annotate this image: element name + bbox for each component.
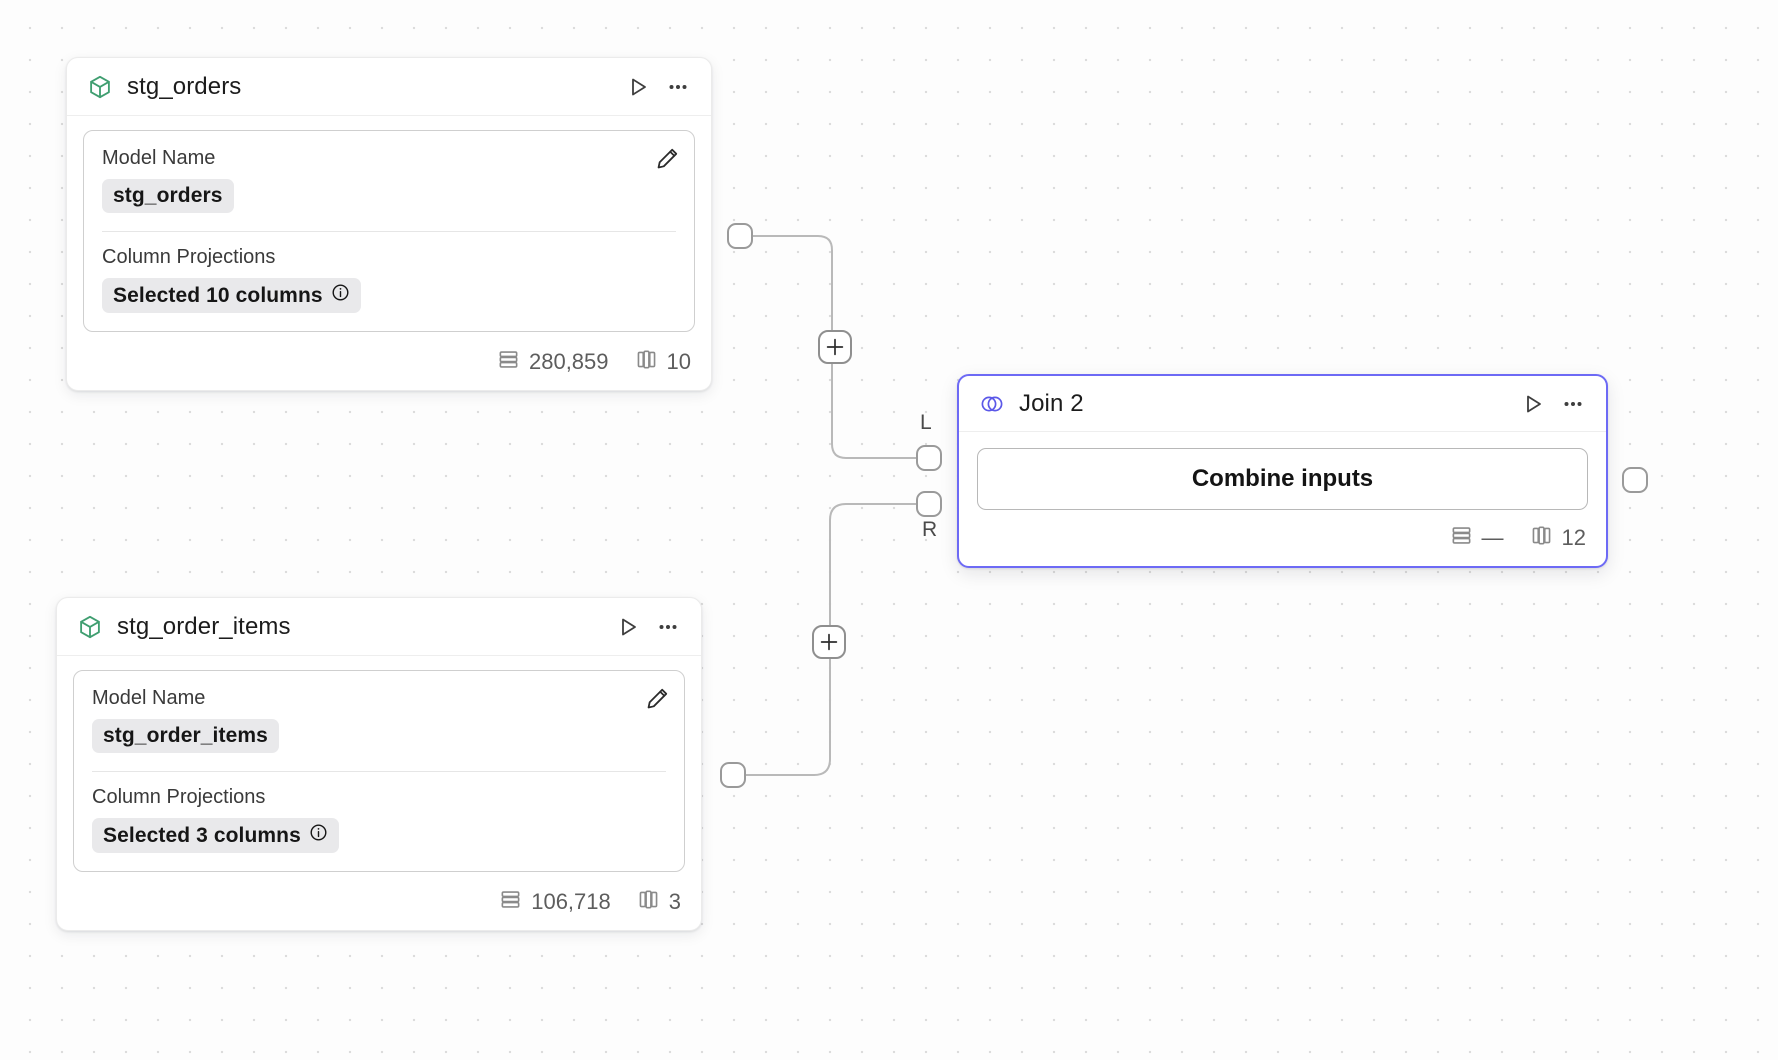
columns-icon <box>635 348 658 376</box>
output-port-join-2[interactable] <box>1622 467 1648 493</box>
panel-divider <box>92 771 666 772</box>
column-projections-label: Column Projections <box>102 246 276 268</box>
column-count-stat: 12 <box>1530 524 1586 552</box>
model-config-panel: Model Name stg_orders Column Projections… <box>83 130 695 332</box>
info-icon[interactable] <box>309 823 328 848</box>
node-header: stg_order_items <box>57 598 701 656</box>
input-port-left-label: L <box>920 411 932 434</box>
output-port-stg-order-items[interactable] <box>720 762 746 788</box>
venn-icon <box>979 391 1005 417</box>
column-count-value: 3 <box>668 889 681 914</box>
node-header: stg_orders <box>67 58 711 116</box>
model-name-value[interactable]: stg_order_items <box>92 719 279 753</box>
cube-icon <box>77 614 103 640</box>
node-stg-orders[interactable]: stg_orders Model Name <box>66 57 712 391</box>
columns-icon <box>637 888 660 916</box>
node-stg-order-items[interactable]: stg_order_items Model Name <box>56 597 702 931</box>
plus-icon <box>826 338 844 356</box>
pencil-icon[interactable] <box>642 683 672 713</box>
column-count-stat: 3 <box>637 888 681 916</box>
node-title: stg_orders <box>127 72 242 100</box>
node-body: Model Name stg_orders Column Projections… <box>67 116 711 338</box>
column-projections-value[interactable]: Selected 10 columns <box>102 278 361 313</box>
node-title: Join 2 <box>1019 389 1084 417</box>
row-count-value: — <box>1481 525 1504 550</box>
more-icon[interactable] <box>663 72 693 102</box>
input-port-right-label: R <box>922 518 938 541</box>
node-body: Combine inputs <box>959 432 1606 514</box>
row-count-stat: — <box>1450 524 1504 552</box>
add-node-button-bottom[interactable] <box>812 625 846 659</box>
input-port-join-left[interactable] <box>916 445 942 471</box>
node-footer: 280,859 10 <box>67 338 711 390</box>
rows-icon <box>499 888 522 916</box>
model-name-label: Model Name <box>92 687 206 709</box>
node-title: stg_order_items <box>117 612 291 640</box>
more-icon[interactable] <box>653 612 683 642</box>
column-count-value: 10 <box>666 349 691 374</box>
model-config-panel: Model Name stg_order_items Column Projec… <box>73 670 685 872</box>
panel-divider <box>102 231 676 232</box>
node-footer: — 12 <box>959 514 1606 566</box>
row-count-value: 280,859 <box>528 349 609 374</box>
row-count-stat: 106,718 <box>499 888 611 916</box>
column-projections-text: Selected 10 columns <box>113 283 323 307</box>
columns-icon <box>1530 524 1553 552</box>
add-node-button-top[interactable] <box>818 330 852 364</box>
cube-icon <box>87 74 113 100</box>
node-join-2[interactable]: Join 2 Combine inputs <box>957 374 1608 568</box>
run-icon[interactable] <box>1518 389 1548 419</box>
row-count-stat: 280,859 <box>497 348 609 376</box>
run-icon[interactable] <box>623 72 653 102</box>
input-port-join-right[interactable] <box>916 491 942 517</box>
column-projections-label: Column Projections <box>92 786 266 808</box>
column-projections-value[interactable]: Selected 3 columns <box>92 818 339 853</box>
model-name-text: stg_orders <box>113 184 223 207</box>
node-header: Join 2 <box>959 376 1606 432</box>
model-name-text: stg_order_items <box>103 724 268 747</box>
model-name-label: Model Name <box>102 147 216 169</box>
rows-icon <box>1450 524 1473 552</box>
combine-inputs-button[interactable]: Combine inputs <box>977 448 1588 510</box>
model-name-value[interactable]: stg_orders <box>102 179 234 213</box>
pencil-icon[interactable] <box>652 143 682 173</box>
column-count-stat: 10 <box>635 348 691 376</box>
plus-icon <box>820 633 838 651</box>
output-port-stg-orders[interactable] <box>727 223 753 249</box>
run-icon[interactable] <box>613 612 643 642</box>
node-body: Model Name stg_order_items Column Projec… <box>57 656 701 878</box>
info-icon[interactable] <box>331 283 350 308</box>
row-count-value: 106,718 <box>531 889 611 914</box>
column-count-value: 12 <box>1561 525 1586 550</box>
more-icon[interactable] <box>1558 389 1588 419</box>
column-projections-text: Selected 3 columns <box>103 823 301 847</box>
rows-icon <box>497 348 520 376</box>
node-footer: 106,718 3 <box>57 878 701 930</box>
